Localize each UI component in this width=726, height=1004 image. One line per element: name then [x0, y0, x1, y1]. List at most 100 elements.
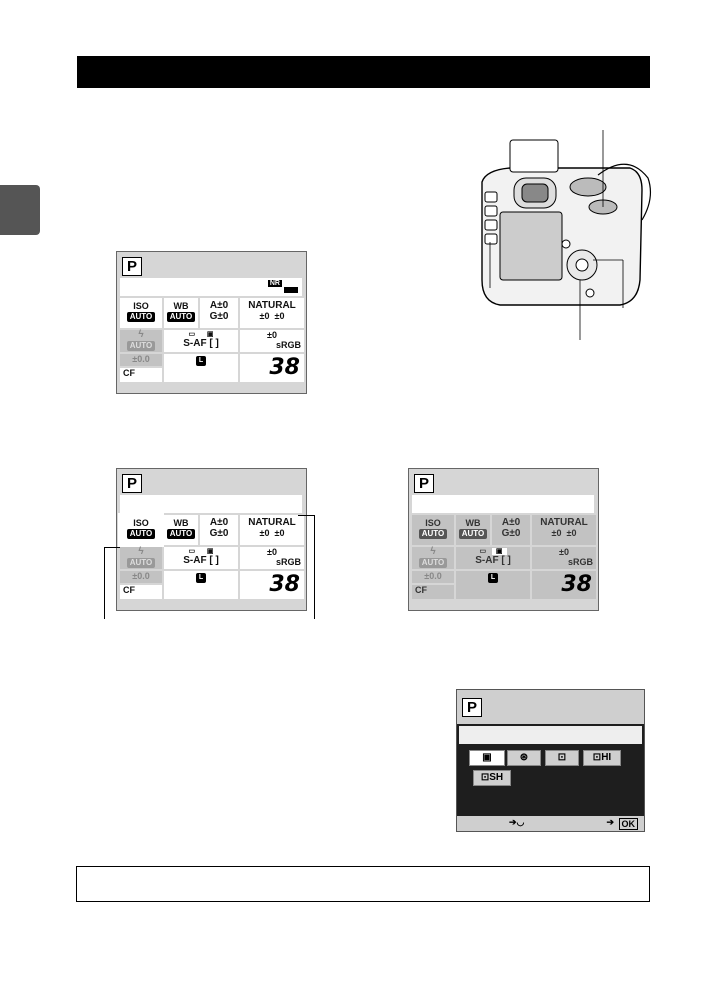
flash-cell[interactable]: ϟ AUTO — [412, 547, 454, 569]
card-value: CF — [123, 368, 135, 378]
card-cell: CF — [412, 585, 454, 599]
wb-cell[interactable]: WB AUTO — [164, 298, 198, 328]
mode-indicator: P — [414, 474, 434, 493]
card-value: CF — [123, 585, 135, 595]
metering-cell-selected[interactable]: ▣ — [491, 548, 507, 555]
drive-af-cell[interactable]: ▭ ▣ S-AF [ ] — [164, 330, 238, 352]
wb-g-value: G±0 — [209, 311, 229, 322]
wb-compensation-cell[interactable]: A±0 G±0 — [200, 515, 238, 545]
callout-line-right — [314, 515, 315, 619]
color-space-value: sRGB — [567, 557, 593, 567]
card-value: CF — [415, 585, 427, 595]
control-panel-screen-1: P NR ISO AUTO WB AUTO A±0 G±0 NATURAL ±0… — [116, 251, 307, 394]
quality-value: L — [195, 573, 207, 583]
wb-compensation-cell[interactable]: A±0 G±0 — [492, 515, 530, 545]
wb-g-value: G±0 — [209, 528, 229, 539]
flash-value: AUTO — [126, 558, 156, 568]
picture-mode-cell[interactable]: NATURAL ±0 ±0 — [240, 298, 304, 328]
iso-cell-selected[interactable]: ISO AUTO — [118, 513, 164, 547]
wb-a-value: A±0 — [209, 300, 229, 311]
saturation-colorspace-cell[interactable]: ±0 sRGB — [240, 547, 304, 569]
spot-hi-label: HI — [601, 752, 612, 763]
sharpness-value: ±0 — [551, 528, 562, 538]
saturation-value: ±0 — [267, 547, 277, 557]
esp-metering-icon: ▣ — [482, 752, 492, 763]
spot-metering-icon: ⊡ — [557, 752, 567, 763]
exposure-comp-cell[interactable]: ±0.0 — [120, 354, 162, 366]
wb-cell[interactable]: WB AUTO — [164, 515, 198, 545]
wb-value: AUTO — [166, 312, 196, 322]
saturation-colorspace-cell[interactable]: ±0 sRGB — [532, 547, 596, 569]
flash-value: AUTO — [126, 341, 156, 351]
wb-cell[interactable]: WB AUTO — [456, 515, 490, 545]
exposure-comp-value: ±0.0 — [132, 354, 150, 364]
drive-af-cell[interactable]: ▭ ▣ S-AF [ ] — [456, 547, 530, 569]
frames-remaining: 38 — [269, 355, 300, 380]
iso-cell[interactable]: ISO AUTO — [412, 515, 454, 545]
wb-label: WB — [173, 518, 189, 528]
picture-mode-value: NATURAL — [248, 517, 296, 528]
info-band: NR — [120, 278, 302, 296]
card-cell: CF — [120, 585, 162, 599]
ok-button[interactable]: OK — [618, 818, 638, 830]
metering-option-spot-sh[interactable]: ⊡SH — [473, 770, 511, 786]
metering-option-spot[interactable]: ⊡ — [545, 750, 579, 766]
iso-label: ISO — [133, 518, 149, 528]
contrast-value: ±0 — [274, 528, 285, 538]
frames-remaining: 38 — [269, 572, 300, 597]
color-space-value: sRGB — [275, 340, 301, 350]
exposure-comp-cell[interactable]: ±0.0 — [120, 571, 162, 583]
wb-a-value: A±0 — [209, 517, 229, 528]
flash-cell[interactable]: ϟ AUTO — [120, 330, 162, 352]
quality-cell[interactable]: L — [456, 571, 530, 599]
sharpness-value: ±0 — [259, 311, 270, 321]
iso-cell[interactable]: ISO AUTO — [120, 298, 162, 328]
af-mode-value: S-AF — [475, 555, 499, 566]
callout-line-right-tick — [298, 515, 314, 516]
saturation-colorspace-cell[interactable]: ±0 sRGB — [240, 330, 304, 352]
chapter-tab — [0, 185, 40, 235]
frames-remaining: 38 — [561, 572, 592, 597]
metering-option-esp[interactable]: ▣ — [469, 750, 505, 766]
metering-option-spot-hi[interactable]: ⊡HI — [583, 750, 621, 766]
spot-sh-label: SH — [489, 772, 504, 783]
saturation-value: ±0 — [267, 330, 277, 340]
wb-compensation-cell[interactable]: A±0 G±0 — [200, 298, 238, 328]
wb-label: WB — [465, 518, 481, 528]
exposure-comp-value: ±0.0 — [424, 571, 442, 581]
mode-indicator: P — [122, 257, 142, 276]
quality-cell[interactable]: L — [164, 354, 238, 382]
metering-option-center[interactable]: ⊛ — [507, 750, 541, 766]
section-title-bar — [77, 56, 650, 88]
iso-label: ISO — [425, 518, 441, 528]
quality-value: L — [487, 573, 499, 583]
exposure-comp-cell[interactable]: ±0.0 — [412, 571, 454, 583]
iso-value: AUTO — [126, 312, 156, 322]
arrow-icon: ➔ — [606, 817, 614, 827]
dial-icon: ➔◡ — [509, 817, 525, 827]
contrast-value: ±0 — [274, 311, 285, 321]
quality-cell[interactable]: L — [164, 571, 238, 599]
center-weighted-icon: ⊛ — [519, 752, 529, 763]
color-space-value: sRGB — [275, 557, 301, 567]
wb-value: AUTO — [166, 529, 196, 539]
picture-mode-cell[interactable]: NATURAL ±0 ±0 — [240, 515, 304, 545]
card-cell: CF — [120, 368, 162, 382]
picture-mode-value: NATURAL — [540, 517, 588, 528]
picture-mode-cell[interactable]: NATURAL ±0 ±0 — [532, 515, 596, 545]
wb-a-value: A±0 — [501, 517, 521, 528]
af-mode-value: S-AF — [183, 555, 207, 566]
frames-cell: 38 — [240, 354, 304, 382]
info-band — [412, 495, 594, 513]
iso-label: ISO — [133, 301, 149, 311]
iso-value: AUTO — [418, 529, 448, 539]
wb-g-value: G±0 — [501, 528, 521, 539]
wb-label: WB — [173, 301, 189, 311]
contrast-value: ±0 — [566, 528, 577, 538]
iso-value: AUTO — [126, 529, 156, 539]
control-panel-screen-2: P ISO AUTO WB AUTO A±0 G±0 NATURAL ±0 ±0… — [116, 468, 307, 611]
callout-line-left-tick — [104, 547, 120, 548]
drive-af-cell[interactable]: ▭ ▣ S-AF [ ] — [164, 547, 238, 569]
menu-header: P — [457, 690, 644, 724]
flash-cell[interactable]: ϟ AUTO — [120, 547, 162, 569]
